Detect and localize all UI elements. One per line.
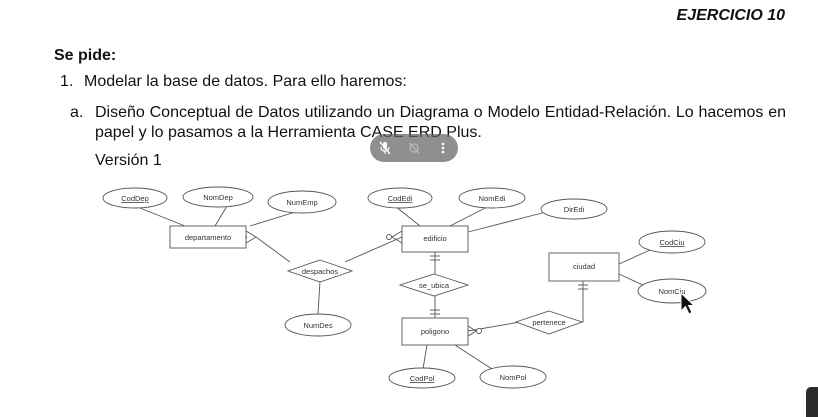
svg-text:se_ubica: se_ubica [419, 281, 450, 290]
version-label: Versión 1 [95, 152, 162, 169]
svg-text:NomCiu: NomCiu [658, 287, 685, 296]
entity-poligono: poligono [401, 317, 469, 346]
entity-departamento: departamento [169, 225, 247, 249]
attribute-nomciu: NomCiu [637, 278, 707, 304]
item-number: 1. [60, 73, 74, 90]
relationship-pertenece: pertenece [514, 310, 584, 335]
exercise-title: EJERCICIO 10 [676, 7, 785, 24]
attribute-codpol: CodPol [388, 367, 456, 389]
svg-text:despachos: despachos [302, 267, 339, 276]
svg-text:NumDes: NumDes [303, 321, 332, 330]
section-heading: Se pide: [54, 47, 117, 64]
attribute-nomedi: NomEdi [458, 187, 526, 209]
attribute-numemp: NumEmp [267, 190, 337, 214]
more-icon[interactable] [432, 137, 454, 159]
attribute-numdes: NumDes [284, 313, 352, 337]
svg-text:NomDep: NomDep [203, 193, 233, 202]
svg-text:NomEdi: NomEdi [479, 194, 506, 203]
entity-ciudad: ciudad [548, 252, 620, 282]
svg-text:NomPol: NomPol [500, 373, 527, 382]
svg-text:departamento: departamento [185, 233, 231, 242]
camera-off-icon[interactable] [403, 137, 425, 159]
attribute-nompol: NomPol [479, 365, 547, 389]
svg-text:CodCiu: CodCiu [659, 238, 684, 247]
svg-text:NumEmp: NumEmp [286, 198, 317, 207]
attribute-nomdep: NomDep [182, 186, 254, 208]
attribute-codedi: CodEdi [367, 187, 433, 209]
svg-text:edificio: edificio [423, 234, 446, 243]
attribute-diredi: DirEdi [540, 198, 608, 220]
svg-text:CodPol: CodPol [410, 374, 435, 383]
relationship-se-ubica: se_ubica [398, 273, 470, 297]
svg-text:poligono: poligono [421, 327, 449, 336]
svg-text:pertenece: pertenece [532, 318, 565, 327]
svg-text:CodDep: CodDep [121, 194, 149, 203]
attribute-codciu: CodCiu [638, 230, 706, 254]
item-text: Modelar la base de datos. Para ello hare… [84, 73, 407, 90]
svg-text:DirEdi: DirEdi [564, 205, 585, 214]
resize-handle[interactable] [806, 387, 818, 417]
diagram-lines [134, 205, 651, 370]
mic-off-icon[interactable] [374, 137, 396, 159]
relationship-despachos: despachos [286, 259, 354, 283]
entity-edificio: edificio [401, 225, 469, 253]
svg-text:CodEdi: CodEdi [388, 194, 413, 203]
list-item-1: 1. Modelar la base de datos. Para ello ha… [60, 73, 407, 91]
svg-text:ciudad: ciudad [573, 262, 595, 271]
mouse-pointer-icon [680, 291, 696, 321]
floating-toolbar [370, 134, 458, 162]
item-label: a. [70, 104, 84, 121]
attribute-coddep: CodDep [102, 187, 168, 209]
